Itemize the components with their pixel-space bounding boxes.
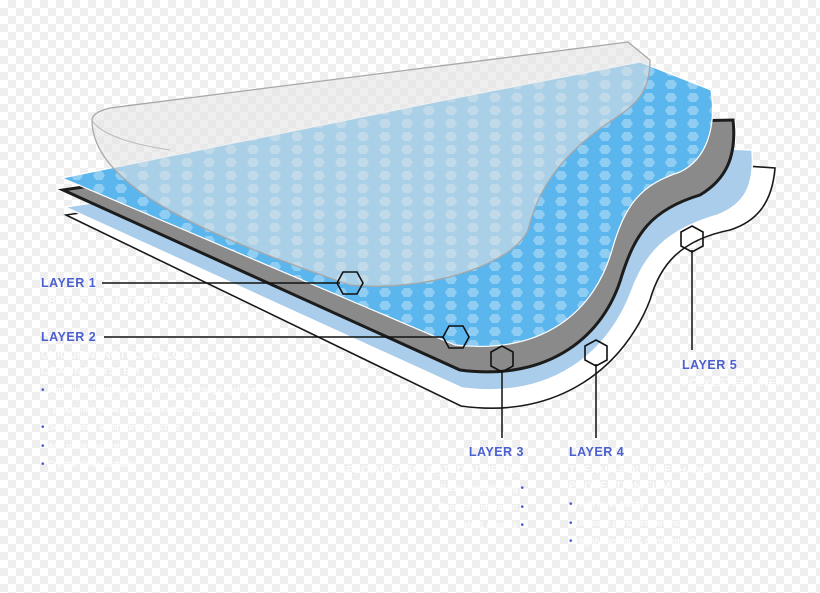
layer-4-title: LAYER 4 xyxy=(569,445,625,459)
layer-2-subtitle-line-2: COATING SYSTEM xyxy=(41,365,140,377)
layer-4-label-block: LAYER 4 THERMA-POLYURETHANE PROTECTION F… xyxy=(569,445,709,552)
layer-4-bullet: • Highly flexible & conformance xyxy=(569,536,701,547)
layer-3-label-block: LAYER 3 SPECIAL FORMULATED ADHESIVE Easy… xyxy=(339,445,524,536)
layer-1-interleaf xyxy=(91,41,651,287)
layer-4-marker-icon xyxy=(584,339,608,367)
layer-5-marker-icon xyxy=(680,225,704,253)
layer-2-marker-icon xyxy=(442,325,470,349)
layer-1-marker-icon xyxy=(336,271,364,295)
layer-2-bullet: • Crystal clear visibility xyxy=(41,459,136,470)
layer-3-subtitle: SPECIAL FORMULATED ADHESIVE xyxy=(339,464,524,476)
layer-2-subtitle-line-1: UNIQUE NANOTECHNOLOGY xyxy=(41,349,197,361)
layer-3-bullet: Easy repositioning • xyxy=(440,483,524,494)
layer-4-subtitle-line-2: PROTECTION FILM xyxy=(569,480,671,492)
layer-4-bullet: • Ultimate puncture defence xyxy=(569,517,687,529)
layer-3-marker-icon xyxy=(490,345,514,373)
layer-2-label-block: LAYER 2 UNIQUE NANOTECHNOLOGY COATING SY… xyxy=(41,330,276,475)
layer-5-subtitle: POLYESTER LINER xyxy=(682,377,785,389)
layer-3-bullet: Ease of installation • xyxy=(438,501,524,513)
layer-2-bullet: • Formulated with extreme nanotechnology… xyxy=(41,385,276,396)
layer-1-subtitle: PROTECTIVE INTERLEAF xyxy=(41,295,177,307)
layer-1-label-block: LAYER 1 PROTECTIVE INTERLEAF xyxy=(41,276,177,309)
layer-5-title: LAYER 5 xyxy=(682,358,738,372)
layer-3-bullet: Safe & residue • xyxy=(455,520,524,531)
layer-2-bullet: properties for anti contamination functi… xyxy=(53,403,225,415)
layer-2-bullet: • Self healing ability on scratches xyxy=(41,422,181,433)
layer-1-title: LAYER 1 xyxy=(41,276,97,290)
layer-5-label-block: LAYER 5 POLYESTER LINER xyxy=(682,358,784,391)
layer-4-bullet: • High level clarity xyxy=(569,499,645,510)
layer-3-title: LAYER 3 xyxy=(468,445,524,459)
layer-2-title: LAYER 2 xyxy=(41,330,97,344)
layer-4-subtitle-line-1: THERMA-POLYURETHANE xyxy=(569,464,710,476)
layer-2-bullet: • Anti glare features xyxy=(41,440,125,452)
